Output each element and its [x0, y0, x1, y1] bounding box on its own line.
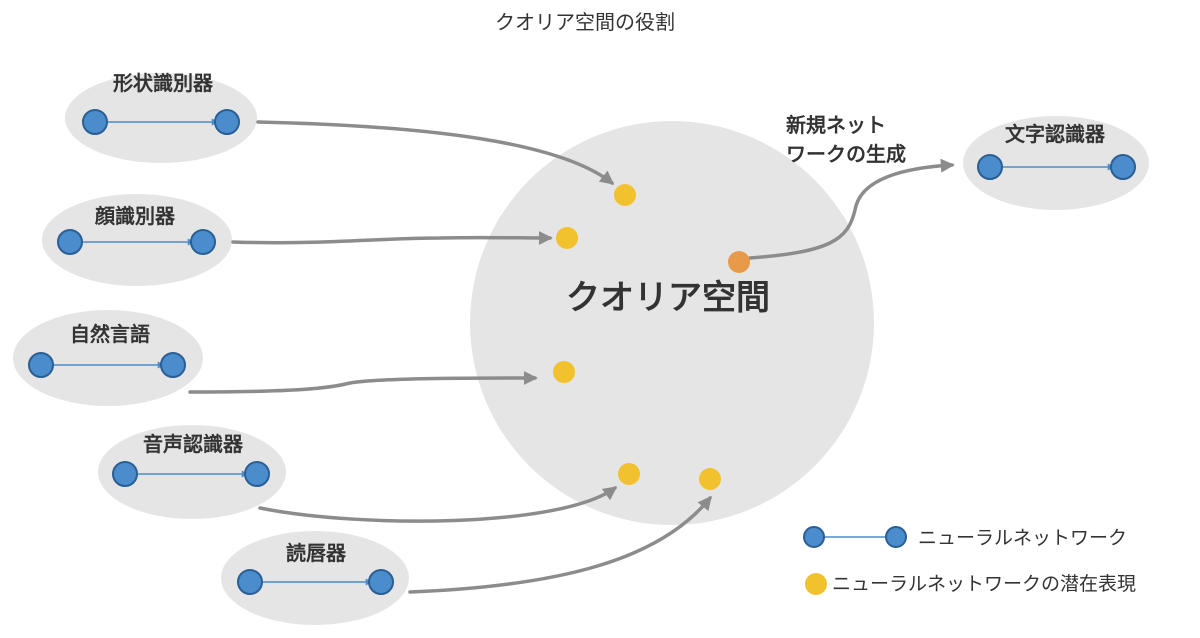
latent-point — [699, 468, 721, 490]
arrow-lip-to-latent — [408, 495, 712, 594]
network-shape-label: 形状識別器 — [113, 71, 214, 95]
network-node — [368, 569, 394, 595]
latent-point — [556, 227, 578, 249]
network-node — [1110, 154, 1136, 180]
arrow-face-to-latent — [231, 230, 553, 245]
qualia-space-circle — [470, 121, 874, 525]
arrow-new-network-generation — [748, 158, 955, 260]
legend-latent-icon — [805, 573, 827, 595]
network-shape-group: 形状識別器 — [65, 71, 257, 163]
latent-point — [553, 361, 575, 383]
network-char-label: 文字認識器 — [1005, 122, 1106, 146]
network-node — [112, 461, 138, 487]
network-lip-group: 読唇器 — [221, 531, 409, 625]
network-speech-group: 音声認識器 — [98, 425, 286, 519]
network-face-group: 顔識別器 — [42, 194, 232, 286]
qualia-space-label: クオリア空間 — [566, 278, 770, 318]
latent-point — [618, 463, 640, 485]
legend: ニューラルネットワーク ニューラルネットワークの潜在表現 — [803, 526, 1136, 595]
network-speech-label: 音声認識器 — [143, 432, 244, 456]
arrow-nlp-to-latent — [188, 371, 538, 394]
network-nlp-group: 自然言語 — [13, 310, 203, 406]
legend-node-icon — [885, 526, 907, 548]
network-node — [28, 352, 54, 378]
network-nlp-label: 自然言語 — [70, 322, 150, 346]
arrow-shape-to-latent — [256, 120, 615, 185]
arrow-speech-to-latent — [258, 486, 618, 523]
network-node — [82, 109, 108, 135]
network-node — [57, 229, 83, 255]
network-face-label: 顔識別器 — [94, 204, 176, 228]
legend-node-icon — [803, 526, 825, 548]
network-lip-label: 読唇器 — [286, 541, 347, 565]
new-latent-point — [728, 251, 750, 273]
network-node — [977, 154, 1003, 180]
diagram-title: クオリア空間の役割 — [495, 10, 675, 34]
latent-point — [614, 184, 636, 206]
generation-label-line2: ワークの生成 — [786, 142, 906, 166]
network-node — [190, 229, 216, 255]
legend-latent-label: ニューラルネットワークの潜在表現 — [832, 573, 1136, 595]
generation-label-line1: 新規ネット — [786, 113, 886, 137]
network-node — [160, 352, 186, 378]
network-node — [237, 569, 263, 595]
network-node — [214, 109, 240, 135]
network-node — [244, 461, 270, 487]
legend-network-label: ニューラルネットワーク — [918, 527, 1127, 549]
network-char-group: 文字認識器 — [963, 116, 1149, 210]
